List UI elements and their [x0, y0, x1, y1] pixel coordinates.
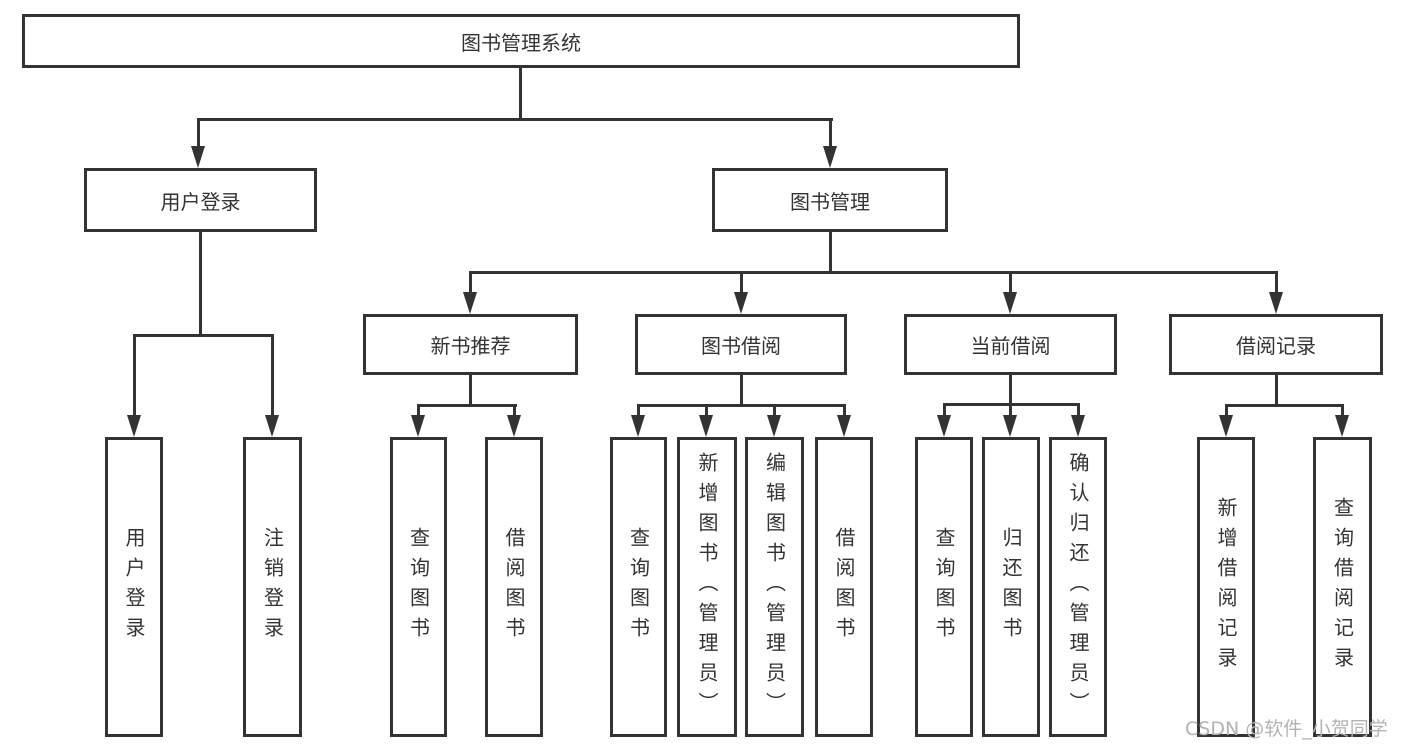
node-new-book-recommendation-label: 新书推荐 — [430, 334, 511, 358]
connector-line — [1341, 404, 1344, 417]
leaf-query-book-label: 查询图书 — [626, 527, 651, 647]
leaf-borrow-book-label: 借阅图书 — [502, 527, 526, 647]
node-borrowing-records-label: 借阅记录 — [1236, 334, 1316, 358]
node-library-system: 图书管理系统 — [22, 14, 1020, 68]
connector-line — [197, 118, 200, 146]
arrow-down-icon — [463, 292, 477, 314]
connector-line — [199, 232, 202, 336]
connector-line — [1077, 403, 1080, 417]
connector-line — [469, 271, 472, 294]
connector-line — [513, 404, 516, 417]
leaf-edit-book-admin: 编辑图书（管理员） — [745, 437, 804, 737]
arrow-down-icon — [699, 415, 713, 437]
node-book-management-label: 图书管理 — [790, 189, 870, 214]
node-borrowing-records: 借阅记录 — [1169, 314, 1383, 375]
connector-line — [843, 404, 846, 417]
arrow-down-icon — [1003, 292, 1017, 314]
leaf-add-borrow-record-label: 新增借阅记录 — [1214, 497, 1238, 677]
arrow-down-icon — [631, 415, 645, 437]
node-current-borrowing-label: 当前借阅 — [970, 334, 1051, 358]
node-book-borrowing-label: 图书借阅 — [701, 334, 781, 358]
arrow-down-icon — [837, 415, 851, 437]
connector-line — [133, 334, 274, 337]
connector-line — [1225, 404, 1344, 407]
node-current-borrowing: 当前借阅 — [904, 314, 1117, 375]
leaf-query-book-label: 查询图书 — [932, 527, 956, 647]
leaf-return-book: 归还图书 — [982, 437, 1040, 737]
node-book-borrowing: 图书借阅 — [635, 314, 847, 375]
leaf-confirm-return-admin: 确认归还（管理员） — [1049, 437, 1107, 737]
arrow-down-icon — [823, 146, 837, 168]
connector-line — [637, 404, 846, 407]
node-library-system-label: 图书管理系统 — [461, 30, 581, 55]
connector-line — [773, 404, 776, 417]
leaf-user-login-label: 用户登录 — [122, 527, 146, 647]
connector-line — [133, 334, 136, 417]
arrow-down-icon — [1219, 415, 1233, 437]
connector-line — [469, 271, 1278, 274]
leaf-edit-book-admin-label: 编辑图书（管理员） — [762, 452, 787, 722]
arrow-down-icon — [1335, 415, 1349, 437]
connector-line — [469, 375, 472, 407]
leaf-logout: 注销登录 — [243, 437, 302, 737]
arrow-down-icon — [937, 415, 951, 437]
connector-line — [740, 375, 743, 407]
connector-line — [740, 271, 743, 294]
arrow-down-icon — [127, 415, 141, 437]
csdn-watermark: CSDN @软件_小贺同学 — [1185, 718, 1388, 740]
leaf-query-borrow-record: 查询借阅记录 — [1313, 437, 1372, 737]
node-book-management: 图书管理 — [712, 168, 948, 232]
connector-line — [1009, 403, 1012, 417]
arrow-down-icon — [191, 146, 205, 168]
arrow-down-icon — [411, 415, 425, 437]
leaf-add-borrow-record: 新增借阅记录 — [1197, 437, 1255, 737]
leaf-add-book-admin-label: 新增图书（管理员） — [695, 452, 719, 722]
arrow-down-icon — [507, 415, 521, 437]
connector-line — [417, 404, 517, 407]
leaf-borrow-book: 借阅图书 — [485, 437, 543, 737]
connector-line — [943, 403, 946, 417]
connector-line — [1009, 271, 1012, 294]
connector-line — [197, 118, 833, 121]
arrow-down-icon — [1003, 415, 1017, 437]
leaf-query-book: 查询图书 — [915, 437, 973, 737]
leaf-user-login: 用户登录 — [105, 437, 163, 737]
connector-line — [1009, 375, 1012, 406]
leaf-query-book: 查询图书 — [390, 437, 447, 737]
leaf-logout-label: 注销登录 — [260, 527, 285, 647]
leaf-query-book-label: 查询图书 — [406, 527, 431, 647]
connector-line — [1275, 375, 1278, 407]
connector-line — [829, 232, 832, 274]
leaf-borrow-book-label: 借阅图书 — [832, 527, 856, 647]
connector-line — [417, 404, 420, 417]
arrow-down-icon — [265, 415, 279, 437]
leaf-query-book: 查询图书 — [610, 437, 667, 737]
node-new-book-recommendation: 新书推荐 — [363, 314, 578, 375]
node-user-login-label: 用户登录 — [160, 189, 241, 214]
connector-line — [1275, 271, 1278, 294]
arrow-down-icon — [734, 292, 748, 314]
leaf-return-book-label: 归还图书 — [999, 527, 1023, 647]
connector-line — [637, 404, 640, 417]
leaf-borrow-book: 借阅图书 — [815, 437, 873, 737]
leaf-add-book-admin: 新增图书（管理员） — [677, 437, 737, 737]
arrow-down-icon — [767, 415, 781, 437]
connector-line — [1225, 404, 1228, 417]
arrow-down-icon — [1071, 415, 1085, 437]
leaf-query-borrow-record-label: 查询借阅记录 — [1330, 497, 1355, 677]
connector-line — [705, 404, 708, 417]
node-user-login: 用户登录 — [84, 168, 317, 232]
connector-line — [271, 334, 274, 417]
arrow-down-icon — [1269, 292, 1283, 314]
connector-line — [829, 118, 832, 146]
connector-line — [519, 68, 522, 120]
leaf-confirm-return-admin-label: 确认归还（管理员） — [1066, 452, 1090, 722]
